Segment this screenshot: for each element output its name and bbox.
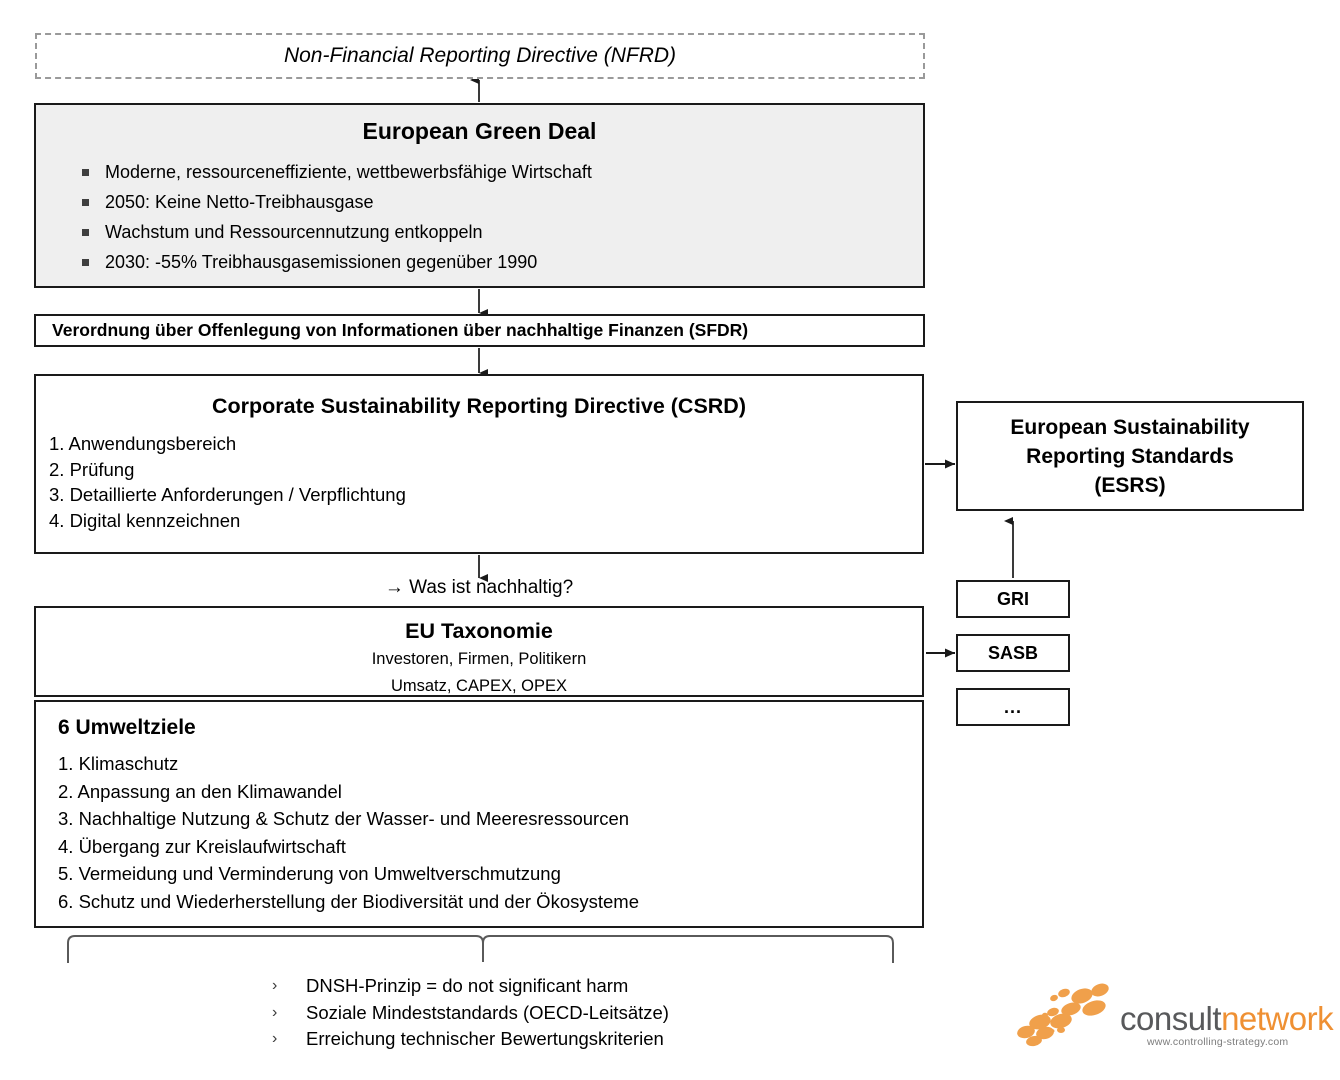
list-item-label: Wachstum und Ressourcennutzung entkoppel…: [105, 222, 483, 242]
list-item-label: 2050: Keine Netto-Treibhausgase: [105, 192, 374, 212]
csrd-item-list: 1. Anwendungsbereich 2. Prüfung 3. Detai…: [36, 431, 922, 533]
list-item: 5. Vermeidung und Verminderung von Umwel…: [58, 863, 561, 884]
gri-label: GRI: [996, 588, 1029, 609]
list-item: 1. Klimaschutz: [58, 753, 179, 774]
esrs-label: European Sustainability Reporting Standa…: [1010, 413, 1249, 500]
sustainability-question-label: → Was ist nachhaltig?: [384, 577, 574, 598]
csrd-box: Corporate Sustainability Reporting Direc…: [34, 374, 924, 554]
logo-dots-icon: [1017, 983, 1109, 1047]
logo-wordmark: consultnetwork: [1120, 1000, 1334, 1038]
more-standards-label: ...: [1003, 696, 1022, 717]
list-item: 6. Schutz und Wiederherstellung der Biod…: [58, 890, 639, 912]
nfrd-label: Non-Financial Reporting Directive (NFRD): [283, 44, 677, 67]
list-item-label: Soziale Mindeststandards (OECD-Leitsätze…: [306, 1001, 669, 1023]
list-item: 2050: Keine Netto-Treibhausgase: [82, 187, 923, 217]
list-item: › Soziale Mindeststandards (OECD-Leitsät…: [272, 1000, 669, 1027]
list-item: › DNSH-Prinzip = do not significant harm: [272, 973, 669, 1000]
list-item: 3. Detaillierte Anforderungen / Verpflic…: [49, 484, 406, 505]
eu-taxonomy-subtitle-1: Investoren, Firmen, Politikern: [371, 650, 587, 668]
logo-word-network: network: [1221, 1000, 1334, 1037]
green-deal-title: European Green Deal: [362, 118, 597, 144]
list-item: 4. Übergang zur Kreislaufwirtschaft: [58, 835, 346, 857]
green-deal-box: European Green Deal Moderne, ressourcene…: [34, 103, 925, 288]
logo-url: www.controlling-strategy.com: [1147, 1036, 1289, 1048]
sfdr-label: Verordnung über Offenlegung von Informat…: [52, 320, 749, 340]
list-item-label: DNSH-Prinzip = do not significant harm: [306, 975, 629, 996]
gri-box: GRI: [956, 580, 1070, 618]
list-item: 4. Digital kennzeichnen: [49, 509, 241, 531]
list-item: 3. Nachhaltige Nutzung & Schutz der Wass…: [58, 808, 630, 829]
eu-taxonomy-subtitle-2: Umsatz, CAPEX, OPEX: [390, 677, 568, 695]
list-item: 2. Prüfung: [49, 458, 135, 480]
environment-goals-list: 1. Klimaschutz 2. Anpassung an den Klima…: [36, 750, 922, 915]
esrs-box: European Sustainability Reporting Standa…: [956, 401, 1304, 511]
green-deal-bullet-list: Moderne, ressourceneffiziente, wettbewer…: [36, 157, 923, 277]
consultnetwork-logo: consultnetwork www.controlling-strategy.…: [1012, 978, 1334, 1058]
eu-taxonomy-box: EU Taxonomie Investoren, Firmen, Politik…: [34, 606, 924, 697]
sasb-box: SASB: [956, 634, 1070, 672]
chevron-right-icon: ›: [272, 1003, 278, 1021]
esrs-line-2: Reporting Standards: [1026, 444, 1234, 468]
list-item: 1. Anwendungsbereich: [49, 433, 237, 454]
nfrd-box: Non-Financial Reporting Directive (NFRD): [35, 33, 925, 79]
list-item: 2030: -55% Treibhausgasemissionen gegenü…: [82, 247, 923, 277]
list-item-label: Moderne, ressourceneffiziente, wettbewer…: [105, 162, 592, 182]
environment-goals-title: 6 Umweltziele: [58, 716, 196, 739]
eu-taxonomy-title: EU Taxonomie: [405, 619, 553, 643]
square-bullet-icon: [82, 199, 89, 206]
list-item-label: 2030: -55% Treibhausgasemissionen gegenü…: [105, 252, 538, 272]
chevron-right-icon: ›: [272, 977, 278, 994]
square-bullet-icon: [82, 259, 89, 266]
esrs-line-3: (ESRS): [1094, 473, 1166, 497]
logo-word-consult: consult: [1120, 1000, 1222, 1037]
more-standards-box: ...: [956, 688, 1070, 726]
csrd-title: Corporate Sustainability Reporting Direc…: [212, 394, 746, 418]
criteria-list: › DNSH-Prinzip = do not significant harm…: [272, 973, 669, 1053]
list-item: Wachstum und Ressourcennutzung entkoppel…: [82, 217, 923, 247]
sfdr-box: Verordnung über Offenlegung von Informat…: [34, 314, 925, 347]
square-bullet-icon: [82, 169, 89, 176]
chevron-right-icon: ›: [272, 1030, 278, 1047]
list-item-label: Erreichung technischer Bewertungskriteri…: [306, 1028, 664, 1049]
esrs-line-1: European Sustainability: [1010, 415, 1250, 439]
square-bullet-icon: [82, 229, 89, 236]
list-item: 2. Anpassung an den Klimawandel: [58, 780, 342, 802]
list-item: Moderne, ressourceneffiziente, wettbewer…: [82, 157, 923, 187]
sasb-label: SASB: [987, 642, 1038, 663]
environment-goals-box: 6 Umweltziele 1. Klimaschutz 2. Anpassun…: [34, 700, 924, 928]
list-item: › Erreichung technischer Bewertungskrite…: [272, 1026, 669, 1053]
